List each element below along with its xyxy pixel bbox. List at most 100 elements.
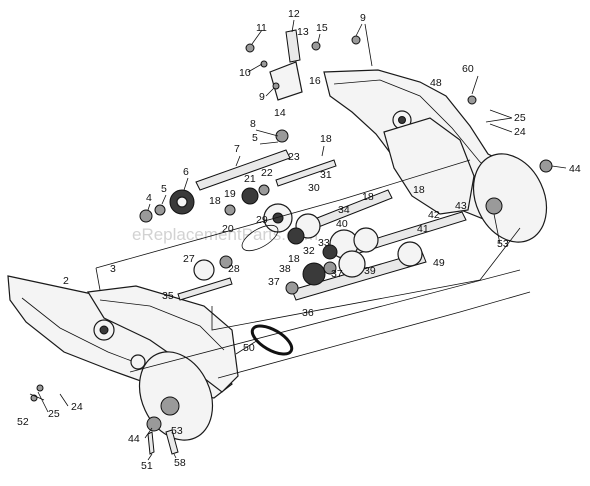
gear-38 — [302, 262, 326, 286]
bushing-28 — [219, 255, 233, 269]
right-cover-hub — [485, 197, 503, 215]
callout-34: 34 — [338, 204, 350, 216]
callout-27: 27 — [183, 253, 195, 265]
callout-60: 60 — [462, 63, 474, 75]
shaft-23 — [275, 159, 337, 187]
callout-37-lower: 37 — [268, 276, 280, 288]
sprocket-39 — [338, 250, 366, 278]
callout-50: 50 — [243, 342, 255, 354]
left-cover-hub — [160, 396, 180, 416]
callout-9-left: 9 — [259, 91, 265, 103]
callout-36: 36 — [302, 307, 314, 319]
frame-channel — [87, 285, 239, 393]
bushing-22 — [258, 184, 270, 196]
bolt-58 — [165, 429, 179, 455]
callout-9-top: 9 — [360, 12, 366, 24]
spacer-19 — [224, 204, 236, 216]
callout-33: 33 — [318, 237, 330, 249]
chain-50 — [250, 324, 294, 356]
callout-25-left: 25 — [48, 408, 60, 420]
sprocket-29-hub — [272, 212, 284, 224]
callout-35: 35 — [162, 290, 174, 302]
axle-35 — [177, 277, 233, 301]
housing-upper-bearing-center — [398, 116, 406, 124]
spring-11 — [245, 43, 255, 53]
callout-5-lower: 5 — [161, 183, 167, 195]
callout-16: 16 — [309, 75, 321, 87]
callout-14: 14 — [274, 107, 286, 119]
bushing-44 — [539, 159, 553, 173]
callout-52: 52 — [17, 416, 29, 428]
callout-19: 19 — [224, 188, 236, 200]
callout-23: 23 — [288, 151, 300, 163]
clip-10 — [260, 60, 268, 68]
right-side-cover — [472, 153, 548, 243]
callout-18-right: 18 — [413, 184, 425, 196]
callout-30: 30 — [308, 182, 320, 194]
callout-44-right: 44 — [569, 163, 581, 175]
callout-28: 28 — [228, 263, 240, 275]
chain-20 — [241, 224, 279, 252]
hub-27 — [193, 259, 215, 281]
callout-53-right: 53 — [497, 238, 509, 250]
lower-shaft — [291, 251, 427, 301]
upper-shaft-7 — [195, 149, 291, 191]
gear-21 — [241, 187, 259, 205]
callout-18-lower: 18 — [288, 253, 300, 265]
bushing-44b — [146, 416, 162, 432]
bracket-14 — [269, 61, 303, 101]
bearing-5 — [275, 129, 289, 143]
washer-9b — [351, 35, 361, 45]
callout-18-left: 18 — [209, 195, 221, 207]
left-plate-bearing-center — [99, 325, 109, 335]
callout-37-mid: 37 — [331, 268, 343, 280]
callout-13: 13 — [297, 26, 309, 38]
callout-7: 7 — [234, 143, 240, 155]
sprocket-49 — [397, 241, 423, 267]
callout-2: 2 — [63, 275, 69, 287]
callout-44-left: 44 — [128, 433, 140, 445]
callout-40: 40 — [336, 218, 348, 230]
washer-37b — [285, 281, 299, 295]
callout-21: 21 — [244, 173, 256, 185]
spring-15 — [311, 41, 321, 51]
callout-38: 38 — [279, 263, 291, 275]
callout-24-left: 24 — [71, 401, 83, 413]
callout-31: 31 — [320, 169, 332, 181]
callout-4: 4 — [146, 192, 152, 204]
callout-24-right: 24 — [514, 126, 526, 138]
callout-29: 29 — [256, 214, 268, 226]
gear-32 — [322, 244, 338, 260]
callout-15: 15 — [316, 22, 328, 34]
callout-3: 3 — [110, 263, 116, 275]
callout-18-mid: 18 — [362, 191, 374, 203]
callout-6: 6 — [183, 166, 189, 178]
inner-right-plate — [383, 117, 475, 215]
callout-5-upper: 5 — [252, 132, 258, 144]
bolt-51 — [147, 431, 155, 455]
callout-53-left: 53 — [171, 425, 183, 437]
washer-37 — [323, 261, 337, 275]
callout-8: 8 — [250, 118, 256, 130]
washer-9 — [272, 82, 280, 90]
pin-12 — [285, 29, 301, 63]
callout-18-upper: 18 — [320, 133, 332, 145]
callout-22: 22 — [261, 167, 273, 179]
nut-60 — [467, 95, 477, 105]
gear-40b — [353, 227, 379, 253]
callout-49: 49 — [433, 257, 445, 269]
gear-33 — [287, 227, 305, 245]
callout-51: 51 — [141, 460, 153, 472]
callout-42: 42 — [428, 209, 440, 221]
callout-12: 12 — [288, 8, 300, 20]
callout-25-right: 25 — [514, 112, 526, 124]
callout-41: 41 — [417, 223, 429, 235]
callout-43: 43 — [455, 200, 467, 212]
callout-20: 20 — [222, 223, 234, 235]
shaft-34 — [311, 189, 393, 229]
callout-32: 32 — [303, 245, 315, 257]
bolt-52b — [36, 384, 44, 392]
gear-6-hub — [176, 196, 188, 208]
